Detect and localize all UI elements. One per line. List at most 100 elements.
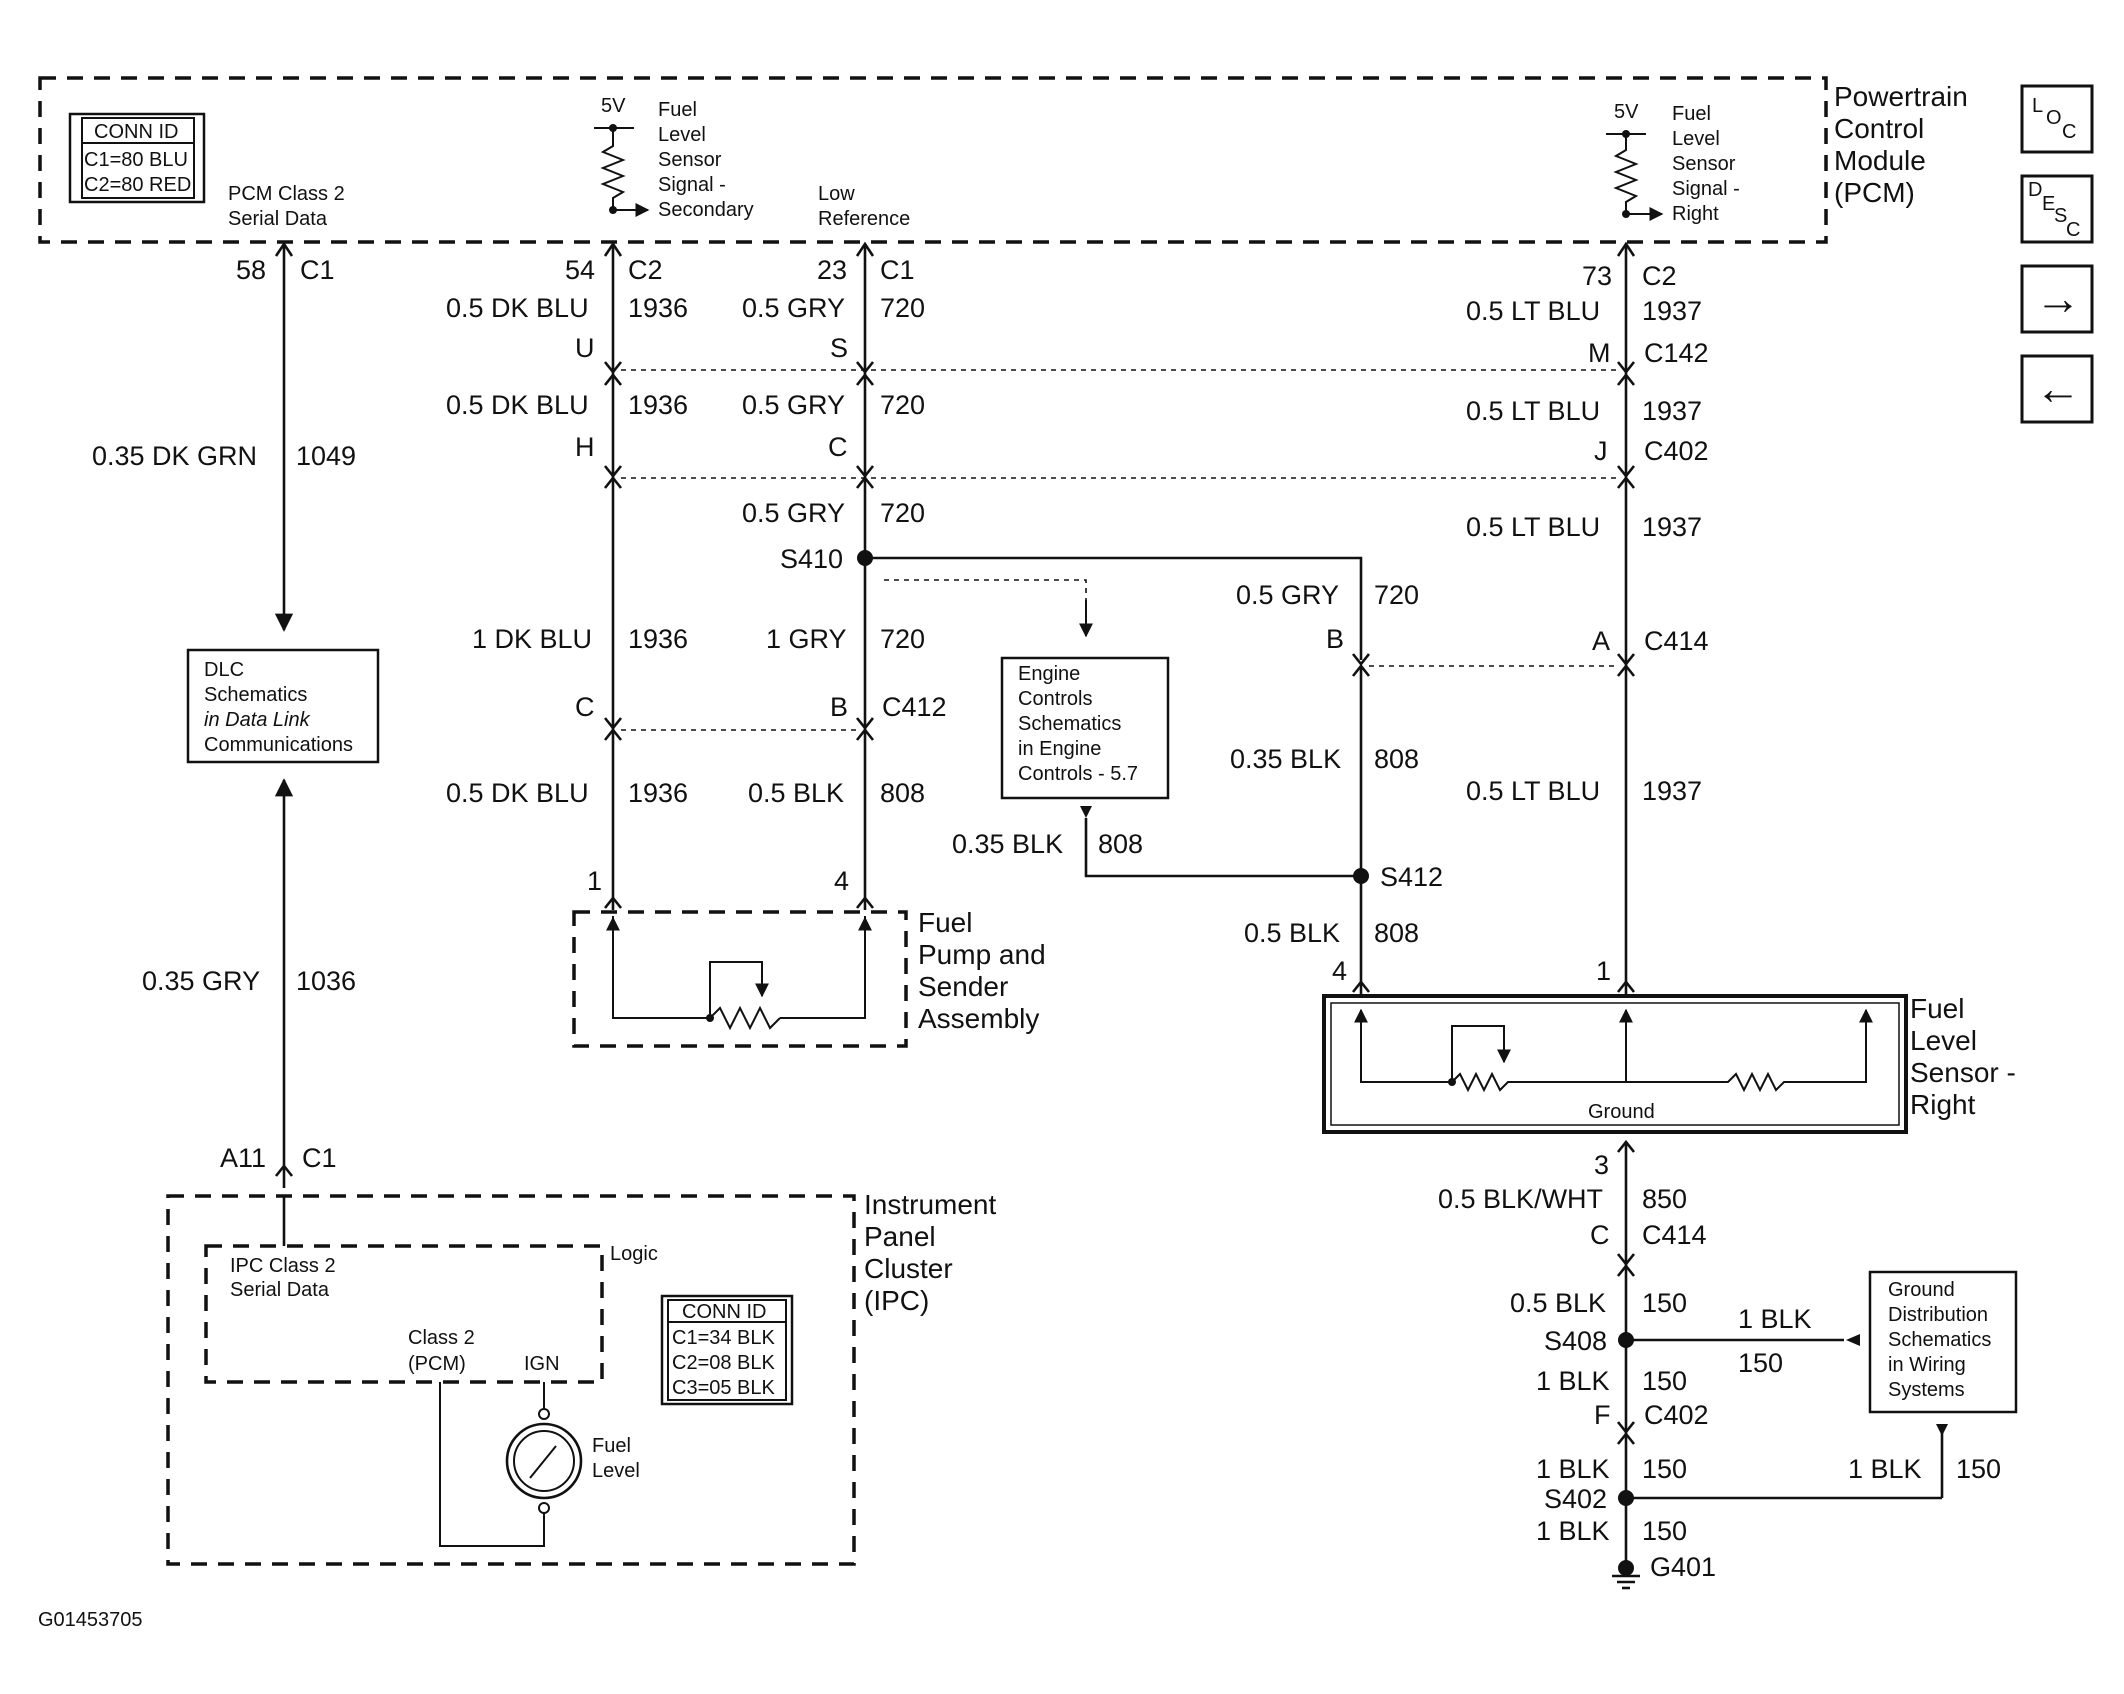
svg-text:1937: 1937 [1642,396,1702,426]
svg-text:0.35 BLK: 0.35 BLK [1230,744,1341,774]
svg-text:S412: S412 [1380,862,1443,892]
pcm-pullup-secondary: 5V Fuel Level Sensor Signal - Secondary [594,95,754,221]
svg-text:C1: C1 [880,255,915,285]
svg-text:23: 23 [817,255,847,285]
svg-text:5V: 5V [601,95,626,117]
pcm-title-3: Module [1834,145,1926,176]
svg-text:Schematics: Schematics [1888,1329,1991,1351]
svg-text:CONN ID: CONN ID [94,121,178,143]
svg-text:Fuel: Fuel [918,907,972,938]
svg-text:C2=08 BLK: C2=08 BLK [672,1352,776,1374]
svg-text:0.35 BLK: 0.35 BLK [952,829,1063,859]
svg-text:0.35 GRY: 0.35 GRY [142,966,260,996]
svg-text:Panel: Panel [864,1221,936,1252]
svg-text:Right: Right [1910,1089,1976,1120]
svg-text:IPC Class 2: IPC Class 2 [230,1255,336,1277]
ground-distribution-reference-box: Ground Distribution Schematics in Wiring… [1868,1270,2018,1414]
svg-text:C: C [1590,1220,1610,1250]
svg-text:Instrument: Instrument [864,1189,996,1220]
svg-text:1 BLK: 1 BLK [1738,1304,1812,1334]
svg-text:Controls - 5.7: Controls - 5.7 [1018,763,1138,785]
svg-text:Distribution: Distribution [1888,1304,1988,1326]
svg-text:Secondary: Secondary [658,199,754,221]
svg-text:1: 1 [1596,956,1611,986]
loc-button[interactable]: L O C [2020,84,2094,154]
svg-text:720: 720 [1374,580,1419,610]
fuel-level-gauge-icon [505,1408,583,1514]
dlc-reference-box: DLC Schematics in Data Link Communicatio… [186,648,380,764]
svg-text:Controls: Controls [1018,688,1092,710]
ipc-conn-id-table: CONN ID C1=34 BLK C2=08 BLK C3=05 BLK [660,1294,794,1406]
svg-text:C1=34 BLK: C1=34 BLK [672,1327,776,1349]
svg-text:0.35 DK GRN: 0.35 DK GRN [92,441,257,471]
pcm-title-1: Powertrain [1834,81,1968,112]
svg-text:Ground: Ground [1588,1101,1655,1123]
svg-text:Low: Low [818,183,855,205]
svg-text:720: 720 [880,293,925,323]
wire-808: 0.35 BLK 808 0.35 BLK 808 S412 0.5 BLK 8… [952,668,1443,994]
svg-text:S402: S402 [1544,1484,1607,1514]
svg-text:150: 150 [1642,1454,1687,1484]
arrow-right-icon: → [2035,272,2081,324]
svg-text:Level: Level [1672,128,1720,150]
svg-text:1036: 1036 [296,966,356,996]
svg-text:Fuel: Fuel [1910,993,1964,1024]
svg-text:PCM Class 2: PCM Class 2 [228,183,345,205]
svg-text:0.5 DK BLU: 0.5 DK BLU [446,778,589,808]
svg-text:Fuel: Fuel [592,1435,631,1457]
svg-text:150: 150 [1642,1288,1687,1318]
prev-arrow-button[interactable]: ← [2020,354,2094,424]
desc-button[interactable]: D E S C [2020,174,2094,244]
svg-text:C402: C402 [1644,436,1709,466]
wire-1936: 54 C2 0.5 DK BLU 1936 U 0.5 DK BLU 1936 … [446,241,688,910]
svg-text:1 BLK: 1 BLK [1848,1454,1922,1484]
svg-text:0.5 LT BLU: 0.5 LT BLU [1466,776,1600,806]
next-arrow-button[interactable]: → [2020,264,2094,334]
engine-controls-reference-box: Engine Controls Schematics in Engine Con… [1000,600,1170,800]
svg-text:C2: C2 [628,255,663,285]
svg-text:D: D [2028,179,2042,201]
wire-1937: 73 C2 0.5 LT BLU 1937 M C142 0.5 LT BLU … [1466,241,1709,994]
svg-text:1: 1 [587,866,602,896]
svg-text:808: 808 [1374,918,1419,948]
svg-text:Schematics: Schematics [204,684,307,706]
svg-text:4: 4 [1332,956,1347,986]
svg-text:(PCM): (PCM) [408,1353,466,1375]
wire-1049: 58 C1 0.35 DK GRN 1049 [92,241,356,632]
svg-text:808: 808 [1374,744,1419,774]
svg-text:73: 73 [1582,261,1612,291]
svg-text:CONN ID: CONN ID [682,1301,766,1323]
svg-text:Fuel: Fuel [658,99,697,121]
svg-text:1937: 1937 [1642,776,1702,806]
pcm-module: Powertrain Control Module (PCM) CONN ID … [38,76,1968,244]
svg-text:720: 720 [880,498,925,528]
svg-text:808: 808 [880,778,925,808]
svg-text:1 DK BLU: 1 DK BLU [472,624,592,654]
wire-720: 23 C1 0.5 GRY 720 S 0.5 GRY 720 C 0.5 GR… [742,241,1419,910]
svg-text:S410: S410 [780,544,843,574]
svg-text:Serial Data: Serial Data [228,208,328,230]
svg-text:Schematics: Schematics [1018,713,1121,735]
pcm-title-2: Control [1834,113,1924,144]
svg-text:1937: 1937 [1642,512,1702,542]
svg-text:C1=80 BLU: C1=80 BLU [84,149,188,171]
pcm-conn-id-table: CONN ID C1=80 BLU C2=80 RED [68,112,206,204]
svg-text:Signal -: Signal - [1672,178,1740,200]
wire-850-150: 3 0.5 BLK/WHT 850 C C414 0.5 BLK 150 S40… [1438,1139,2001,1590]
svg-text:C3=05 BLK: C3=05 BLK [672,1377,776,1399]
svg-text:150: 150 [1642,1516,1687,1546]
svg-text:C142: C142 [1644,338,1709,368]
svg-text:58: 58 [236,255,266,285]
svg-text:0.5 DK BLU: 0.5 DK BLU [446,293,589,323]
svg-text:5V: 5V [1614,101,1639,123]
svg-text:Fuel: Fuel [1672,103,1711,125]
svg-text:720: 720 [880,624,925,654]
svg-text:U: U [575,333,595,363]
svg-text:Class 2: Class 2 [408,1327,475,1349]
svg-text:0.5 BLK: 0.5 BLK [748,778,844,808]
svg-text:1936: 1936 [628,390,688,420]
svg-text:54: 54 [565,255,595,285]
svg-text:A: A [1592,626,1610,656]
svg-text:1049: 1049 [296,441,356,471]
pcm-title-4: (PCM) [1834,177,1915,208]
